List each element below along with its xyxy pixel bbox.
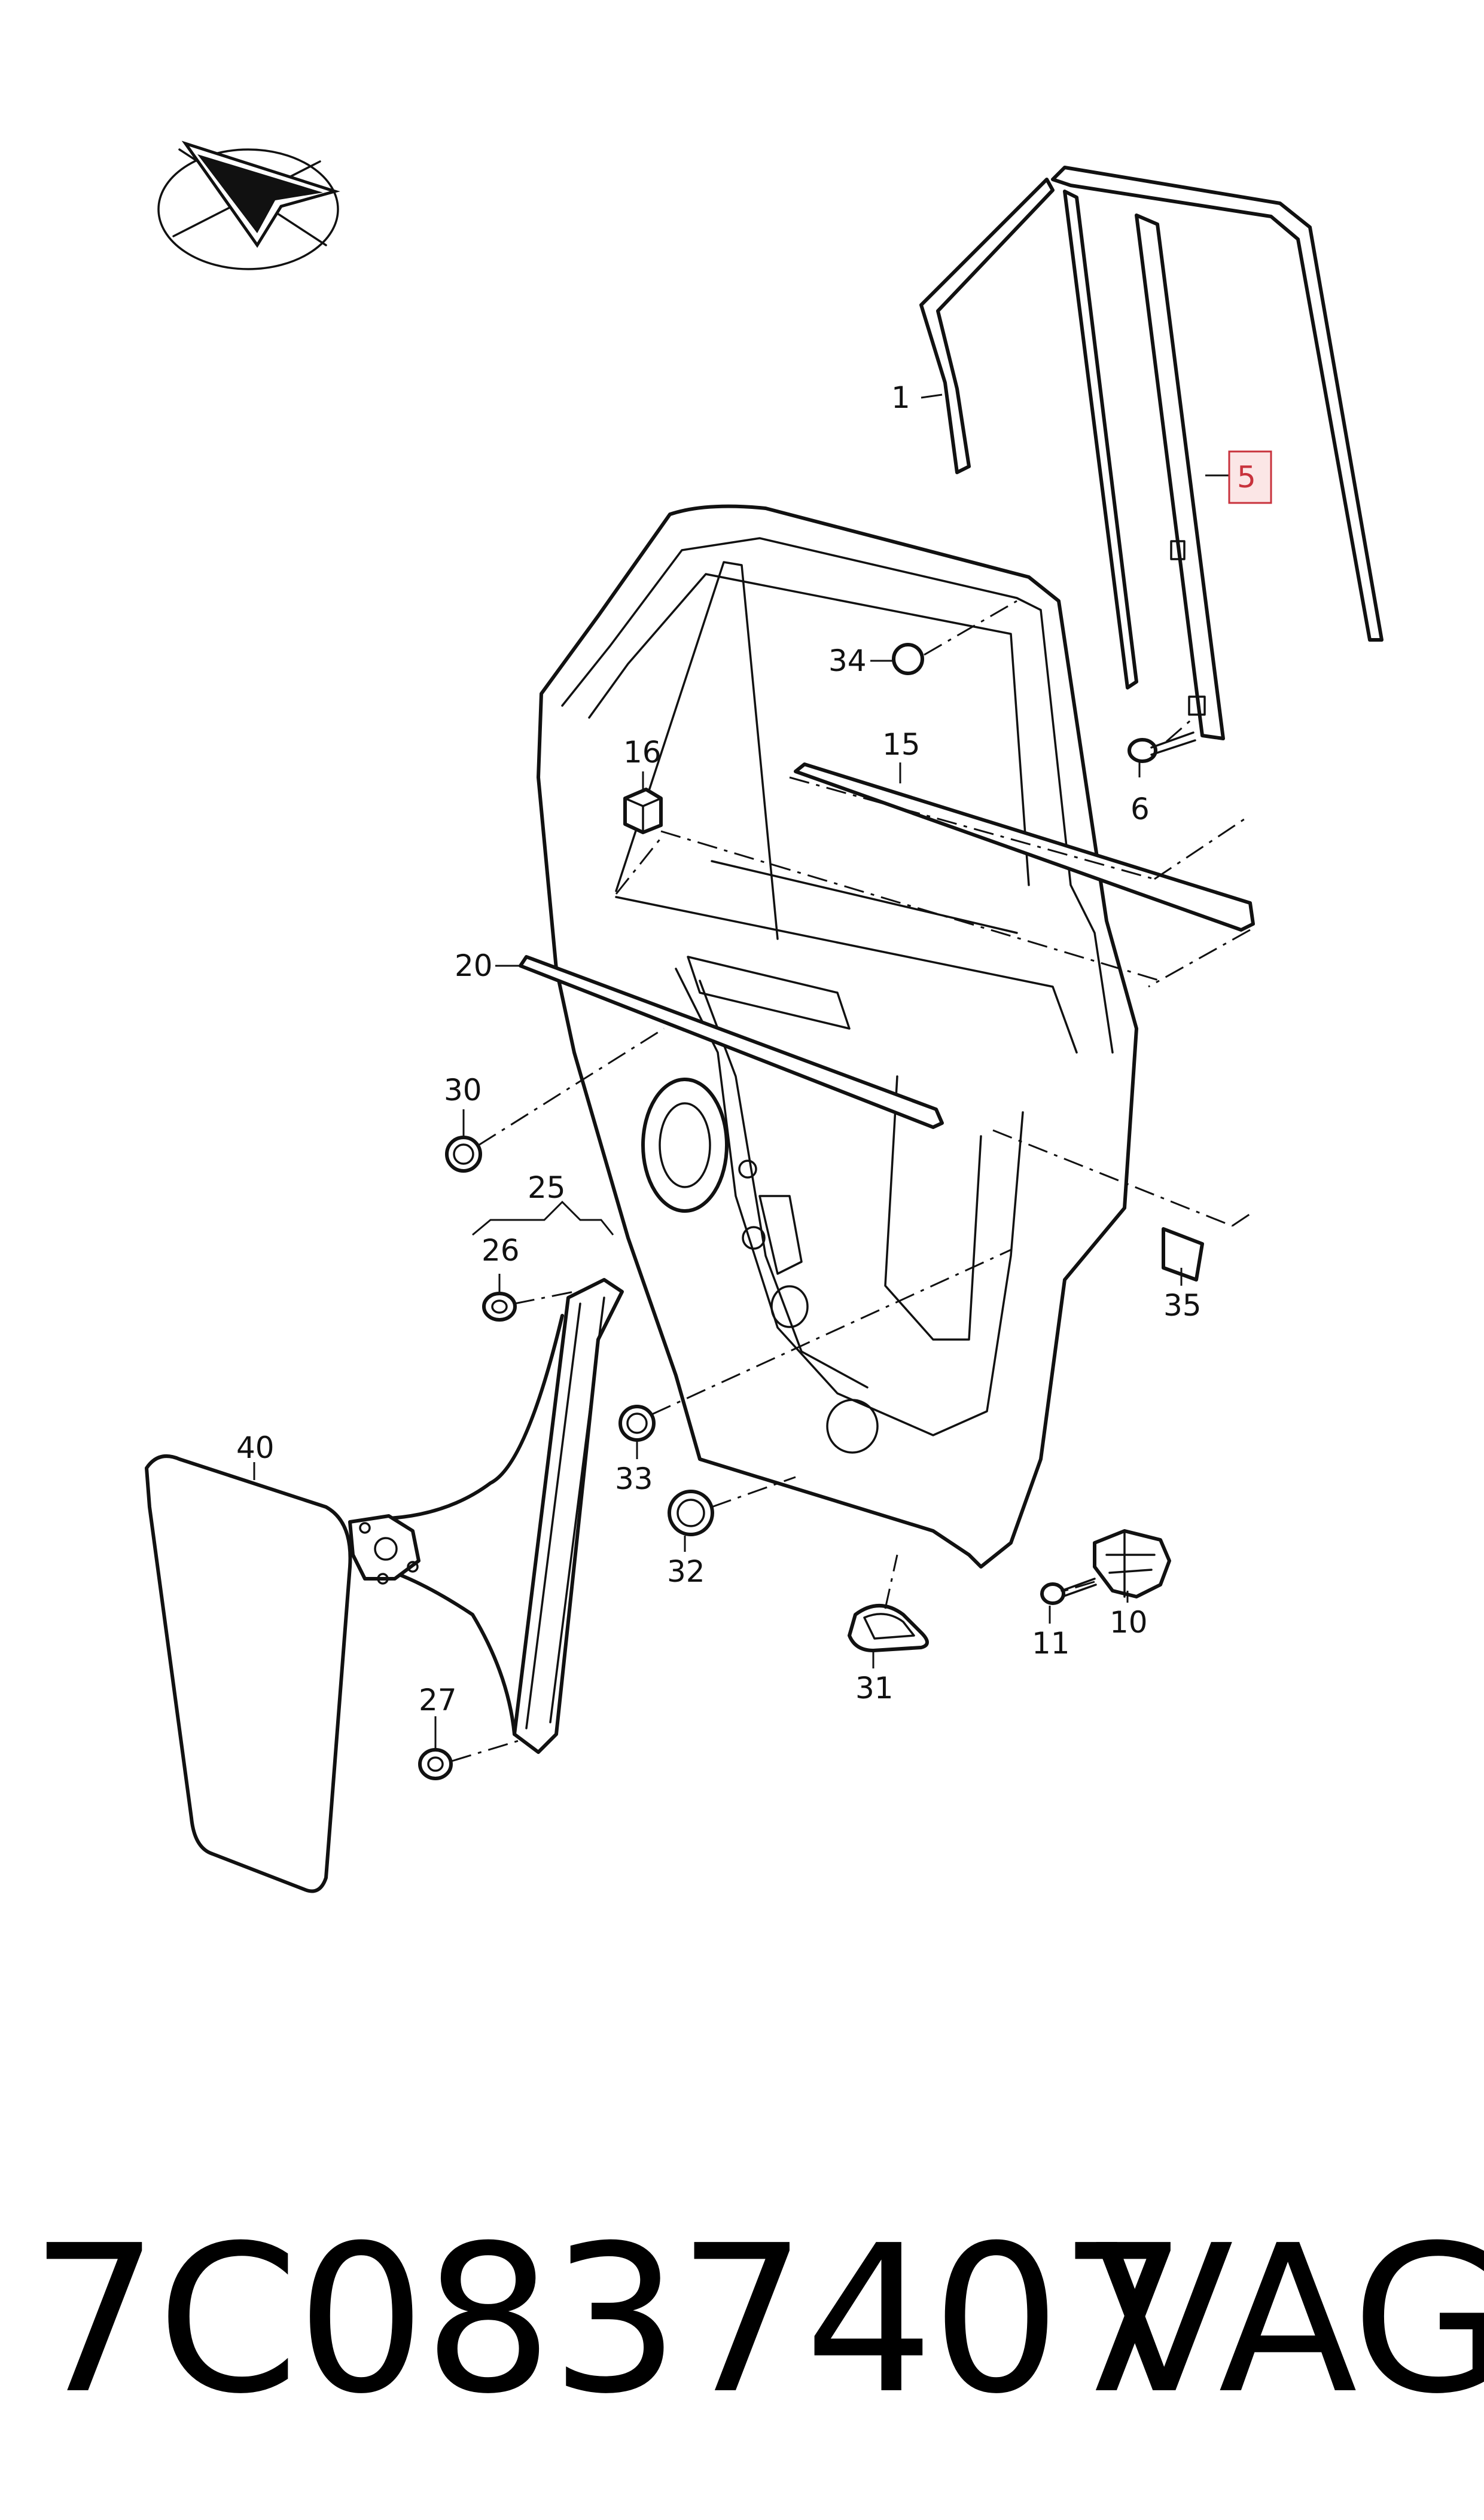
callout-27[interactable]: 27 xyxy=(419,1683,457,1717)
part-40-window-glass xyxy=(145,1454,352,1893)
brand-name: VAG xyxy=(1095,2202,1484,2439)
callout-34[interactable]: 34 xyxy=(828,643,867,678)
part-10-lock-bracket xyxy=(1093,1529,1171,1598)
callout-10[interactable]: 10 xyxy=(1110,1605,1148,1640)
part-27-nut xyxy=(418,1748,453,1780)
callout-1[interactable]: 1 xyxy=(891,380,910,415)
part-20-weatherstrip xyxy=(519,955,944,1129)
part-25-window-regulator xyxy=(348,1278,624,1754)
callout-25[interactable]: 25 xyxy=(528,1170,566,1205)
callout-30[interactable]: 30 xyxy=(444,1073,482,1108)
callout-labels: 1 5 34 16 15 6 20 30 25 26 35 40 33 32 1… xyxy=(236,380,1256,1717)
part-number: 7C0837407 xyxy=(30,2202,1188,2439)
callout-40[interactable]: 40 xyxy=(236,1430,275,1465)
callout-16[interactable]: 16 xyxy=(623,735,662,770)
callout-35[interactable]: 35 xyxy=(1163,1288,1202,1323)
callout-31[interactable]: 31 xyxy=(855,1671,894,1706)
callout-11[interactable]: 11 xyxy=(1032,1626,1070,1661)
part-26-nut xyxy=(482,1292,517,1322)
part-5-window-channel xyxy=(1051,166,1384,740)
part-34-plug xyxy=(892,643,924,675)
brand-emblem-icon xyxy=(157,141,340,270)
callout-15[interactable]: 15 xyxy=(882,727,921,762)
part-33-grommet xyxy=(618,1405,656,1442)
callout-5[interactable]: 5 xyxy=(1237,460,1256,495)
part-16-clip xyxy=(623,788,663,834)
assembly-lines xyxy=(451,600,1251,1762)
part-32-grommet xyxy=(668,1490,714,1536)
callout-6[interactable]: 6 xyxy=(1130,792,1150,826)
part-30-grommet xyxy=(445,1136,482,1173)
callout-26[interactable]: 26 xyxy=(482,1233,520,1268)
part-15-weatherstrip xyxy=(794,762,1255,932)
part-35-sticker xyxy=(1162,1227,1204,1282)
callout-20[interactable]: 20 xyxy=(455,948,493,983)
part-1-guide-strip xyxy=(919,178,1055,474)
leader-lines xyxy=(253,393,1229,1749)
callout-5-highlight xyxy=(1228,450,1272,504)
part-6-screw xyxy=(1128,731,1196,763)
part-11-screw xyxy=(1040,1578,1097,1605)
part-31-seal xyxy=(848,1604,929,1652)
callout-33[interactable]: 33 xyxy=(615,1462,653,1496)
callout-32[interactable]: 32 xyxy=(667,1554,705,1589)
door-shell xyxy=(537,504,1138,1569)
